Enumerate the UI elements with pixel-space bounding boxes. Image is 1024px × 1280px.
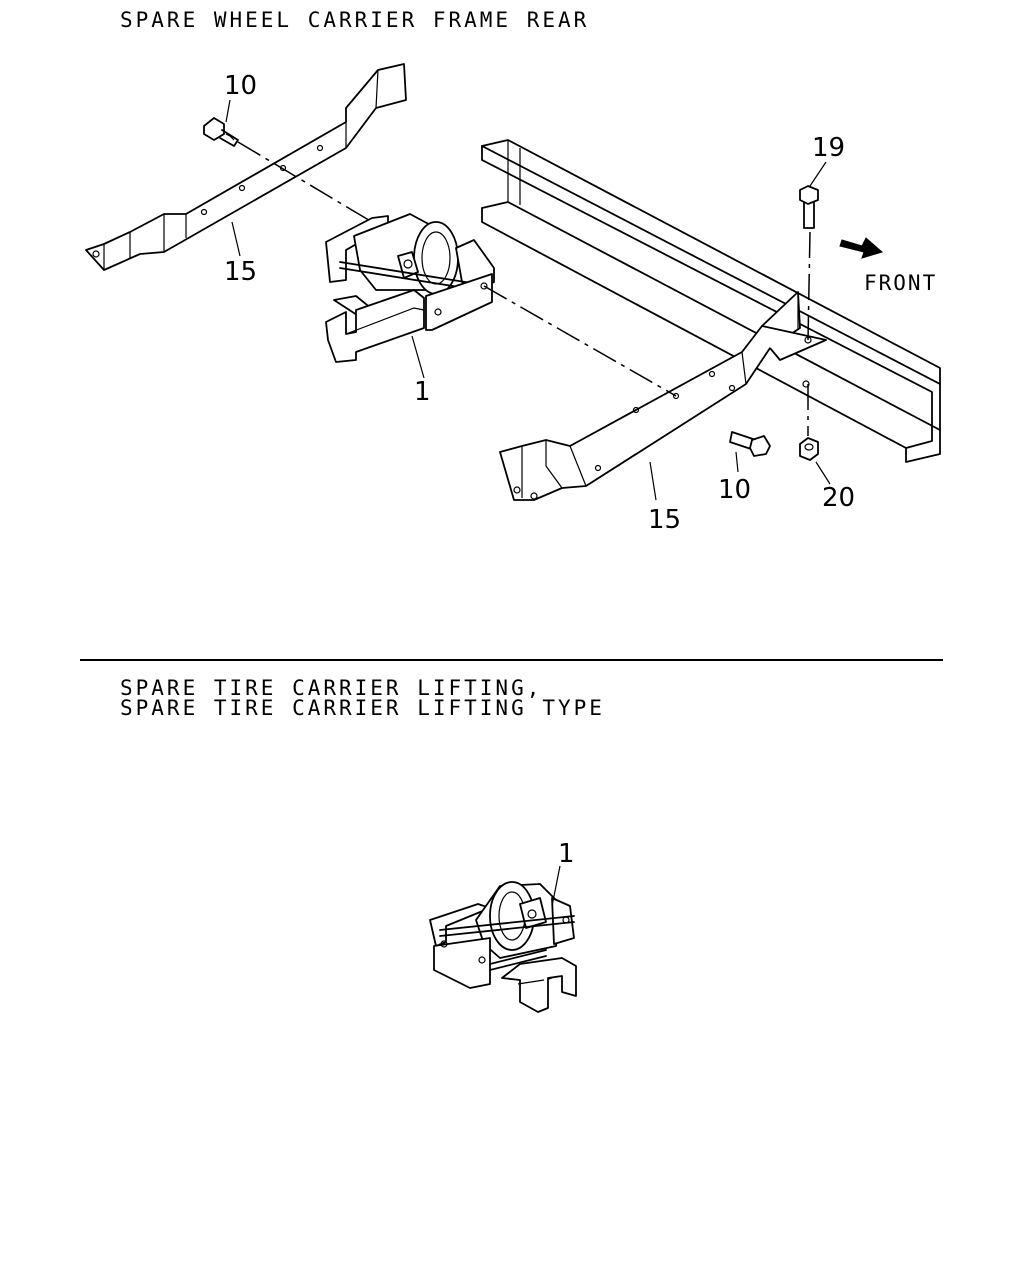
callout-bolt-top: 19 <box>812 133 845 163</box>
leader-lines <box>225 99 831 501</box>
assembly-lines <box>237 141 811 436</box>
front-arrow-icon <box>839 237 884 259</box>
leader-carrier-bottom <box>551 865 561 907</box>
bracket-left <box>85 63 407 271</box>
front-label: FRONT <box>864 271 937 295</box>
callout-nut: 20 <box>822 483 855 513</box>
bolt-left <box>203 117 239 147</box>
section-title-line2: SPARE TIRE CARRIER LIFTING TYPE <box>120 696 605 720</box>
carrier-assembly-top <box>325 213 495 363</box>
frame-rail <box>481 139 941 463</box>
bolt-right <box>729 431 771 457</box>
callout-bolt-right: 10 <box>718 475 751 505</box>
nut <box>799 437 819 461</box>
carrier-assembly-bottom <box>429 881 577 1013</box>
callout-bolt-left: 10 <box>224 71 257 101</box>
bracket-right <box>499 291 827 501</box>
callout-carrier-bottom: 1 <box>558 839 575 869</box>
page-title: SPARE WHEEL CARRIER FRAME REAR <box>120 8 590 32</box>
callout-bracket-left: 15 <box>224 257 257 287</box>
callout-bracket-right: 15 <box>648 505 681 535</box>
section-divider <box>80 659 943 661</box>
callout-carrier-top: 1 <box>414 377 431 407</box>
bolt-top <box>799 185 819 229</box>
section-title-line1: SPARE TIRE CARRIER LIFTING, <box>120 676 543 700</box>
